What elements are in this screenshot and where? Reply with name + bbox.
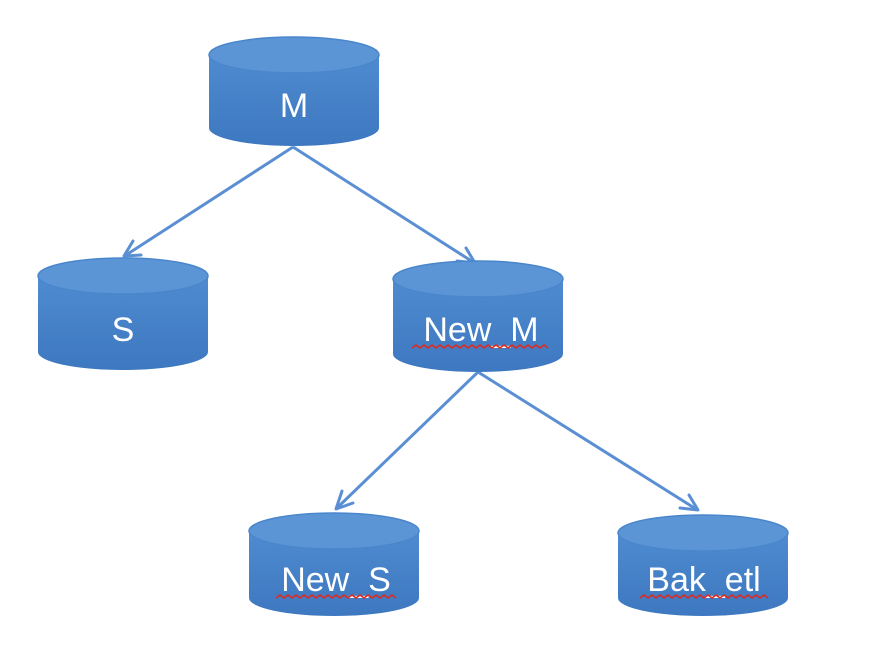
node-label-new-s: New_S <box>281 561 391 599</box>
spellcheck-underline-new-m <box>411 344 549 349</box>
edge-new-m-to-new-s <box>334 370 480 511</box>
edge-m-to-s <box>122 145 294 258</box>
node-label-s: S <box>112 311 135 349</box>
database-node-new-m: New_M <box>392 260 564 372</box>
database-node-s: S <box>37 257 209 370</box>
edges <box>122 145 700 512</box>
spellcheck-underline-bak-etl <box>639 594 769 599</box>
node-label-bak-etl: Bak_etl <box>647 561 760 599</box>
node-label-m: M <box>280 87 308 125</box>
spellcheck-underline-new-s <box>275 594 397 599</box>
node-label-new-m: New_M <box>423 311 538 349</box>
database-node-m: M <box>208 36 380 146</box>
database-node-new-s: New_S <box>248 512 420 616</box>
edge-new-m-to-bak-etl <box>477 370 700 512</box>
database-node-bak-etl: Bak_etl <box>617 514 789 616</box>
edge-m-to-new-m <box>292 145 477 265</box>
